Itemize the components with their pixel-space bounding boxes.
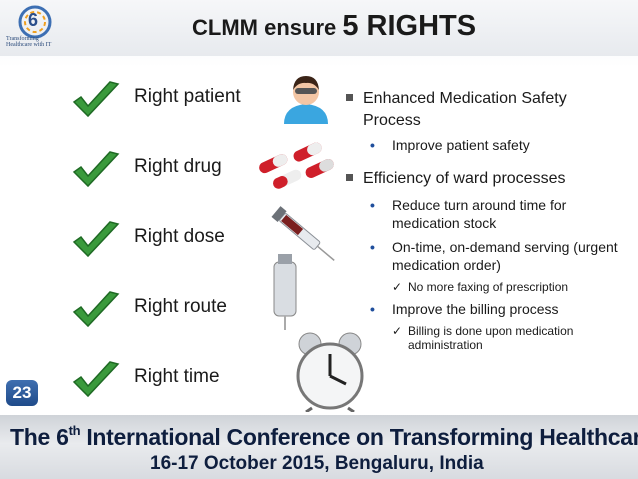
- tick-icon: ✓: [392, 280, 403, 294]
- title-highlight: 5 RIGHTS: [342, 10, 477, 42]
- syringe-icon: [271, 206, 335, 261]
- sub-bullet-text: Improve patient safety: [392, 137, 530, 153]
- right-item: Right time: [134, 366, 220, 387]
- title-prefix: CLMM ensure: [192, 15, 343, 40]
- logo-line1: Transforming: [6, 36, 39, 42]
- sub-bullet-text: Reduce turn around time for medication s…: [392, 197, 567, 231]
- right-item: Right route: [134, 296, 227, 317]
- checkmark-icon: [72, 361, 120, 398]
- bullet-text: Enhanced Medication Safety Process: [363, 90, 567, 129]
- check-bullet-text: No more faxing of prescription: [408, 280, 569, 294]
- right-item: Right patient: [134, 86, 241, 107]
- conf-pre: The 6: [10, 424, 69, 450]
- pills-icon: [259, 142, 334, 189]
- dot-bullet-icon: •: [370, 137, 375, 153]
- square-bullet-icon: [346, 94, 353, 101]
- alarm-clock-icon: [296, 332, 364, 412]
- checkmark-icon: [72, 81, 120, 118]
- bullet-text: Efficiency of ward processes: [363, 170, 566, 187]
- header-bar: 6 Transforming Healthcare with IT CLMM e…: [0, 0, 638, 56]
- logo-text: Transforming Healthcare with IT: [6, 36, 51, 48]
- dot-bullet-icon: •: [370, 301, 375, 317]
- checkmark-icon: [72, 221, 120, 258]
- conf-sup: th: [68, 423, 81, 438]
- sub-bullet-item: • Reduce turn around time for medication …: [370, 196, 628, 232]
- checkmark-icon: [72, 291, 120, 328]
- square-bullet-icon: [346, 174, 353, 181]
- checkmark-icon: [72, 151, 120, 188]
- dot-bullet-icon: •: [370, 197, 375, 213]
- conference-dates: 16-17 October 2015, Bengaluru, India: [150, 453, 484, 474]
- right-item: Right drug: [134, 156, 222, 177]
- conf-post: International Conference on Transforming…: [86, 424, 638, 450]
- check-bullet-item: ✓ No more faxing of prescription: [392, 280, 624, 294]
- sub-bullet-item: • On-time, on-demand serving (urgent medi…: [370, 238, 628, 274]
- conference-logo-icon: [18, 5, 52, 39]
- tick-icon: ✓: [392, 324, 403, 338]
- sub-bullet-text: Improve the billing process: [392, 301, 559, 317]
- dot-bullet-icon: •: [370, 239, 375, 255]
- slide-title: CLMM ensure 5 RIGHTS: [192, 10, 476, 43]
- sub-bullet-item: • Improve patient safety: [370, 136, 628, 154]
- bullet-item: Efficiency of ward processes: [346, 168, 625, 190]
- sub-bullet-item: • Improve the billing process: [370, 300, 628, 318]
- check-bullet-item: ✓ Billing is done upon medication adminis…: [392, 324, 624, 352]
- bullet-item: Enhanced Medication Safety Process: [346, 88, 625, 132]
- logo-number: 6: [28, 10, 39, 30]
- sub-bullet-text: On-time, on-demand serving (urgent medic…: [392, 239, 618, 273]
- footer-banner: The 6th International Conference on Tran…: [0, 415, 638, 479]
- logo-line2: Healthcare with IT: [6, 42, 52, 48]
- right-item: Right dose: [134, 226, 225, 247]
- conference-name: The 6th International Conference on Tran…: [10, 423, 638, 451]
- page-number: 23: [6, 380, 38, 406]
- check-bullet-text: Billing is done upon medication administ…: [408, 324, 574, 352]
- iv-bottle-icon: [273, 254, 297, 330]
- patient-avatar-icon: [284, 76, 328, 124]
